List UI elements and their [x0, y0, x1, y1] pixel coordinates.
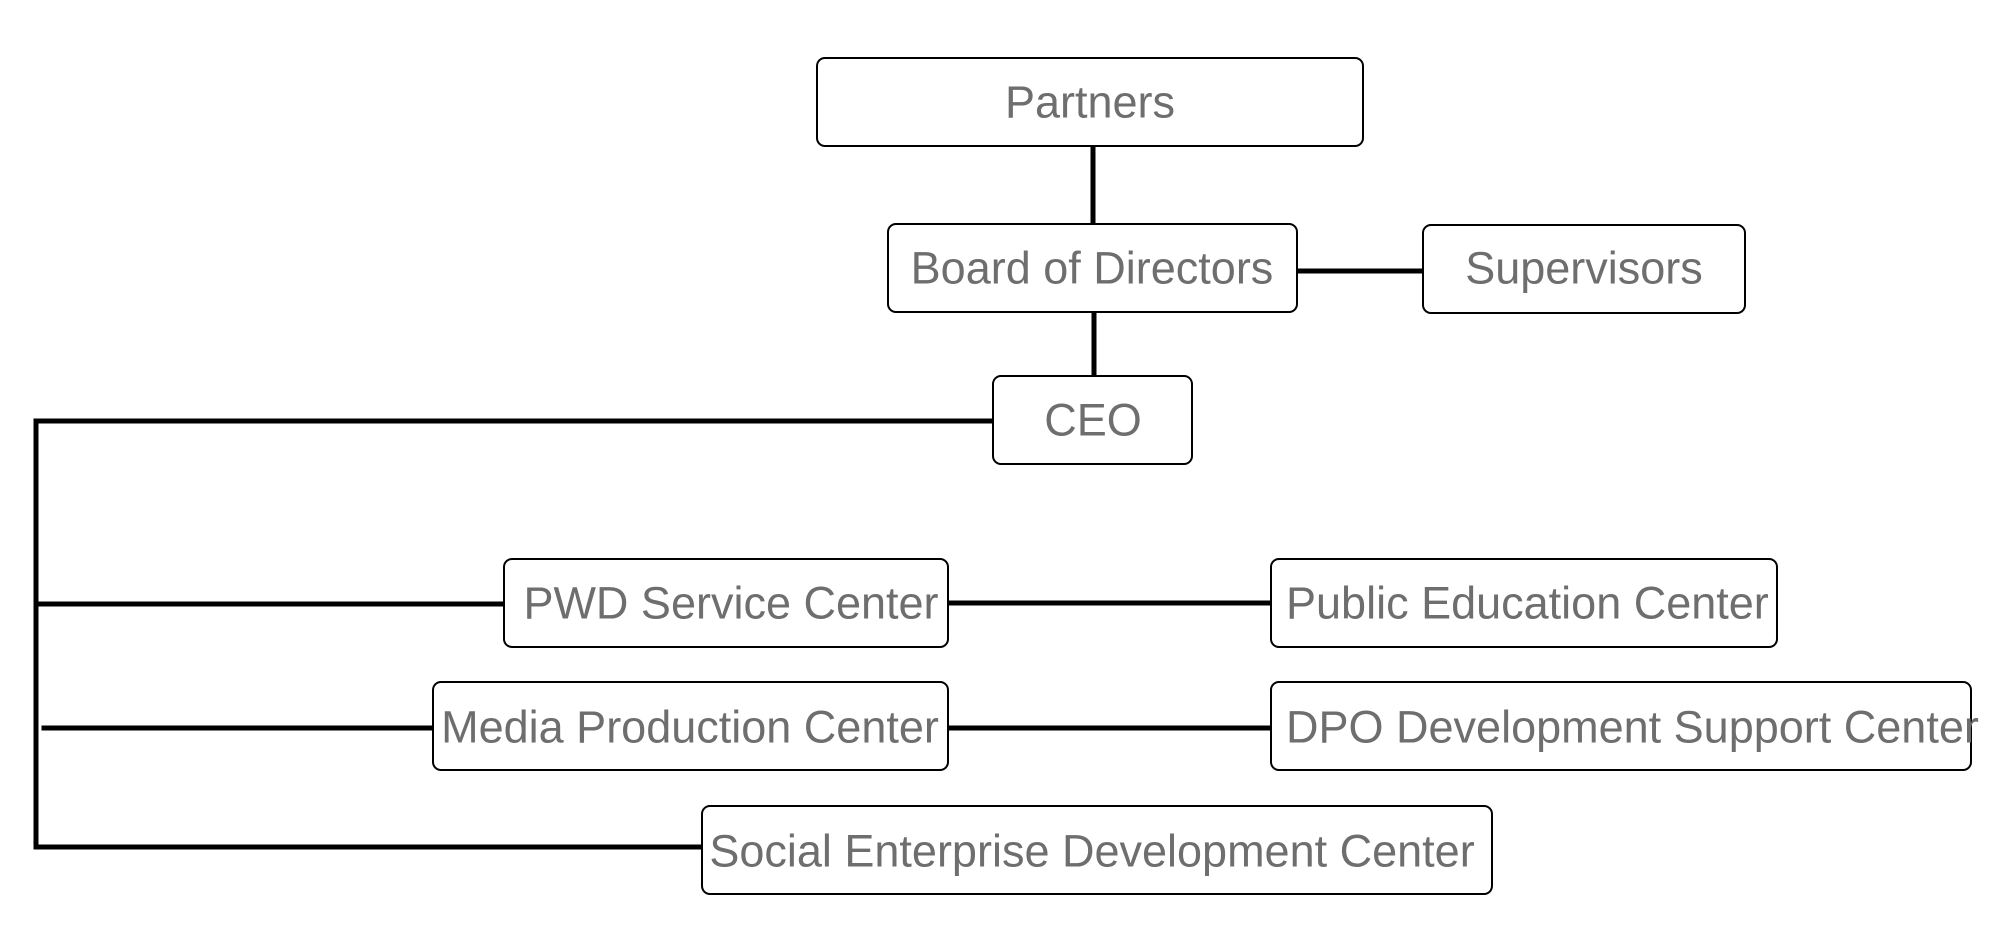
node-label: Media Production Center: [441, 702, 939, 753]
node-label: CEO: [1044, 395, 1142, 446]
node-label: Board of Directors: [911, 243, 1274, 294]
node-label: PWD Service Center: [523, 578, 938, 629]
node-board-of-directors: Board of Directors: [887, 223, 1298, 313]
connectors: [33, 143, 1424, 850]
node-label: Public Education Center: [1286, 578, 1769, 629]
node-social-enterprise-development-center: Social Enterprise Development Center: [701, 805, 1493, 895]
node-box: [816, 57, 1364, 147]
node-box: [1270, 558, 1778, 648]
node-label: Supervisors: [1465, 243, 1703, 294]
node-box: [432, 681, 949, 771]
node-box: [1270, 681, 1972, 771]
node-label: DPO Development Support Center: [1286, 702, 1979, 753]
node-partners: Partners: [816, 57, 1364, 147]
node-box: [701, 805, 1493, 895]
node-box: [503, 558, 949, 648]
node-ceo: CEO: [992, 375, 1193, 465]
node-label: Partners: [1005, 77, 1175, 128]
node-media-production-center: Media Production Center: [432, 681, 949, 771]
node-label: Social Enterprise Development Center: [709, 826, 1474, 877]
node-pwd-service-center: PWD Service Center: [503, 558, 949, 648]
node-box: [887, 223, 1298, 313]
node-box: [1422, 224, 1746, 314]
node-supervisors: Supervisors: [1422, 224, 1746, 314]
node-box: [992, 375, 1193, 465]
node-dpo-development-support-center: DPO Development Support Center: [1270, 681, 1979, 771]
node-public-education-center: Public Education Center: [1270, 558, 1778, 648]
